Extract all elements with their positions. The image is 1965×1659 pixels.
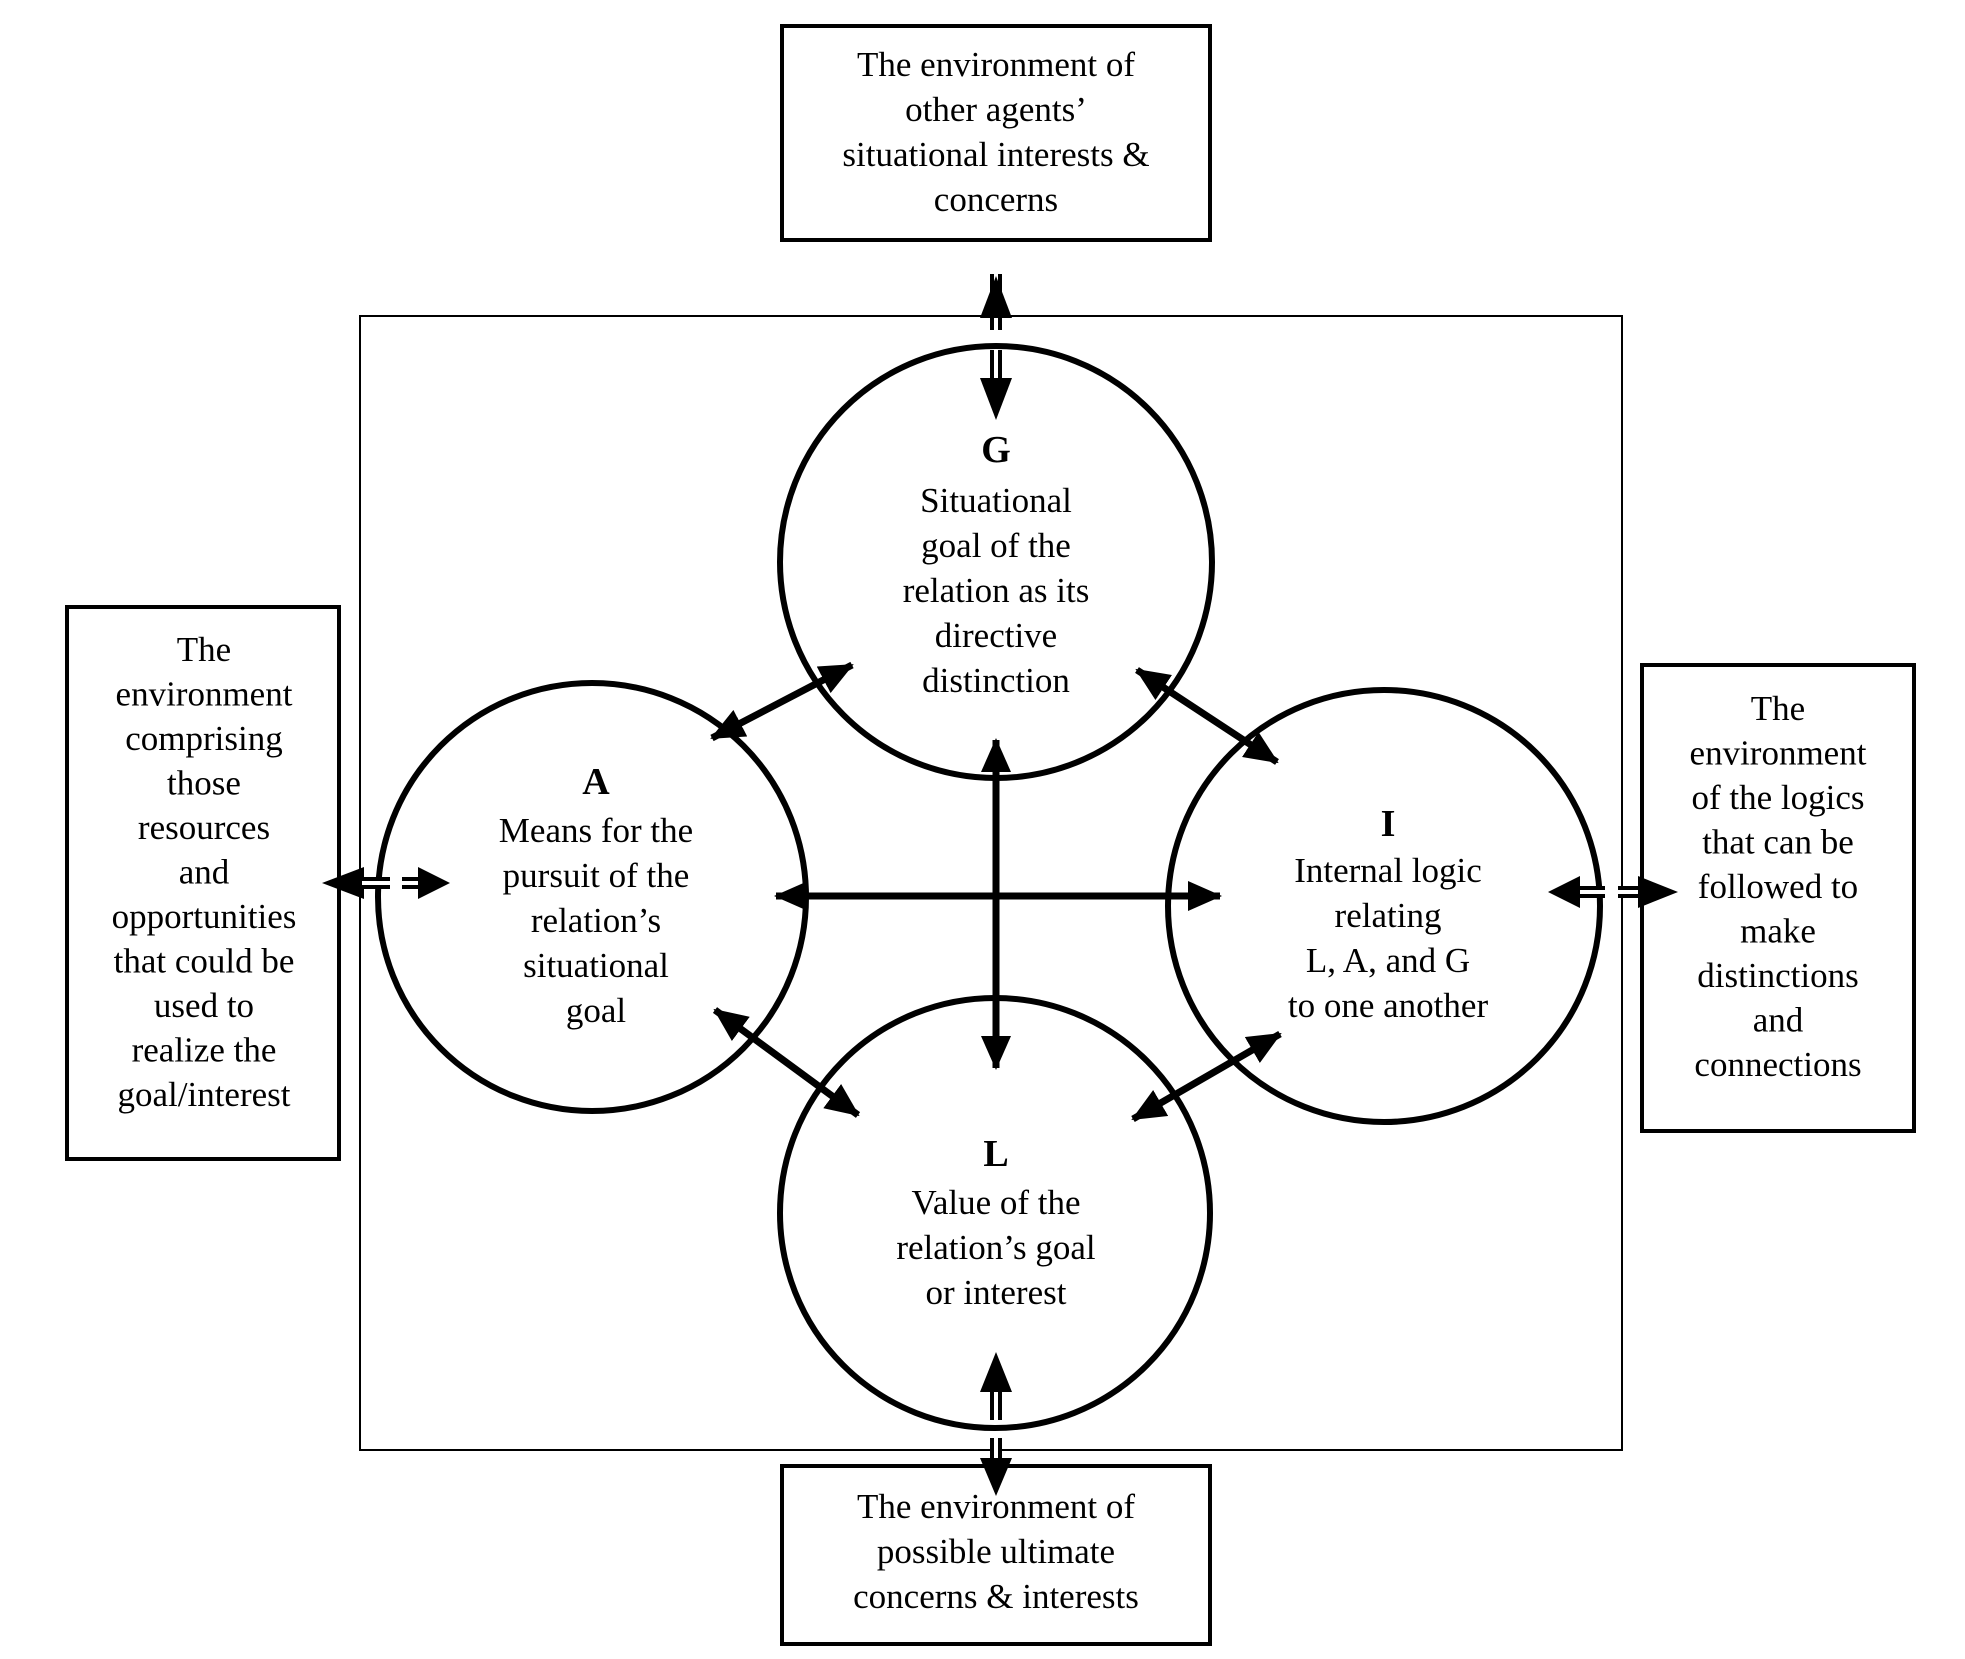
env-left-line: opportunities — [112, 897, 297, 936]
env-top-line: The environment of — [857, 45, 1135, 84]
env-right-text: The environment of the logics that can be fo… — [1690, 689, 1867, 1084]
circle-G-line: goal of the — [921, 526, 1071, 565]
circle-G-line: distinction — [922, 661, 1070, 700]
circle-A-line: relation’s — [531, 901, 661, 940]
circle-L-letter: L — [983, 1133, 1008, 1175]
env-top-line: concerns — [934, 180, 1058, 219]
env-bottom-text: The environment of possible ultimate conce… — [853, 1487, 1139, 1616]
env-right-line: environment — [1690, 734, 1867, 773]
arrow-G-I — [1135, 667, 1279, 765]
arrow-A-L — [712, 1007, 861, 1118]
env-bottom-line: concerns & interests — [853, 1577, 1139, 1616]
arrow-env-left — [322, 867, 450, 899]
circle-I-letter: I — [1381, 803, 1396, 845]
env-box-right — [1640, 663, 1916, 1133]
env-bottom-line: possible ultimate — [877, 1532, 1115, 1571]
env-bottom-line: The environment of — [857, 1487, 1135, 1526]
circle-A-text: A Means for the pursuit of the relation’s si… — [499, 761, 693, 1030]
env-left-line: environment — [116, 675, 293, 714]
env-top-text: The environment of other agents’ situation… — [842, 45, 1149, 219]
env-left-line: that could be — [114, 942, 295, 981]
env-left-line: The — [177, 630, 231, 669]
env-left-line: goal/interest — [117, 1075, 290, 1114]
circle-A-line: Means for the — [499, 811, 693, 850]
circle-G-text: G Situational goal of the relation as its di… — [903, 429, 1090, 700]
env-right-line: followed to — [1698, 867, 1858, 906]
circle-A-letter: A — [582, 761, 610, 803]
circle-G-letter: G — [981, 429, 1011, 471]
circle-G-line: relation as its — [903, 571, 1090, 610]
circle-G-line: directive — [935, 616, 1057, 655]
circle-I-line: L, A, and G — [1306, 941, 1470, 980]
circle-G-line: Situational — [920, 481, 1072, 520]
arrow-env-top — [980, 274, 1012, 420]
env-box-left — [65, 605, 341, 1161]
env-left-line: used to — [154, 986, 254, 1025]
env-left-line: and — [179, 853, 230, 892]
env-right-line: The — [1751, 689, 1805, 728]
circle-L-line: Value of the — [911, 1183, 1080, 1222]
env-top-line: other agents’ — [905, 90, 1087, 129]
arrow-A-G — [710, 661, 854, 742]
env-left-line: those — [167, 764, 241, 803]
env-right-line: distinctions — [1697, 956, 1858, 995]
arrow-env-right — [1548, 876, 1678, 908]
env-right-line: that can be — [1702, 823, 1854, 862]
env-right-line: and — [1753, 1001, 1804, 1040]
env-right-line: make — [1740, 912, 1816, 951]
env-top-line: situational interests & — [842, 135, 1149, 174]
circle-A-line: goal — [566, 991, 627, 1030]
circle-I-line: Internal logic — [1294, 851, 1482, 890]
circle-L-line: or interest — [926, 1273, 1067, 1312]
circle-A-line: pursuit of the — [503, 856, 690, 895]
circle-I-text: I Internal logic relating L, A, and G to one… — [1288, 803, 1489, 1025]
circle-A — [375, 680, 809, 1114]
circle-A-line: situational — [523, 946, 669, 985]
env-left-line: resources — [138, 808, 270, 847]
circle-L-text: L Value of the relation’s goal or interest — [896, 1133, 1096, 1312]
arrow-env-bottom — [980, 1352, 1012, 1496]
env-right-line: of the logics — [1691, 778, 1864, 817]
circle-L-line: relation’s goal — [896, 1228, 1096, 1267]
env-left-line: comprising — [125, 719, 282, 758]
arrow-I-L — [1131, 1030, 1282, 1123]
env-left-line: realize the — [132, 1031, 277, 1070]
env-right-line: connections — [1694, 1045, 1861, 1084]
circle-I-line: relating — [1335, 896, 1442, 935]
env-left-text: The environment comprising those resources an… — [112, 630, 297, 1114]
circle-I-line: to one another — [1288, 986, 1489, 1025]
env-box-top — [780, 24, 1212, 242]
